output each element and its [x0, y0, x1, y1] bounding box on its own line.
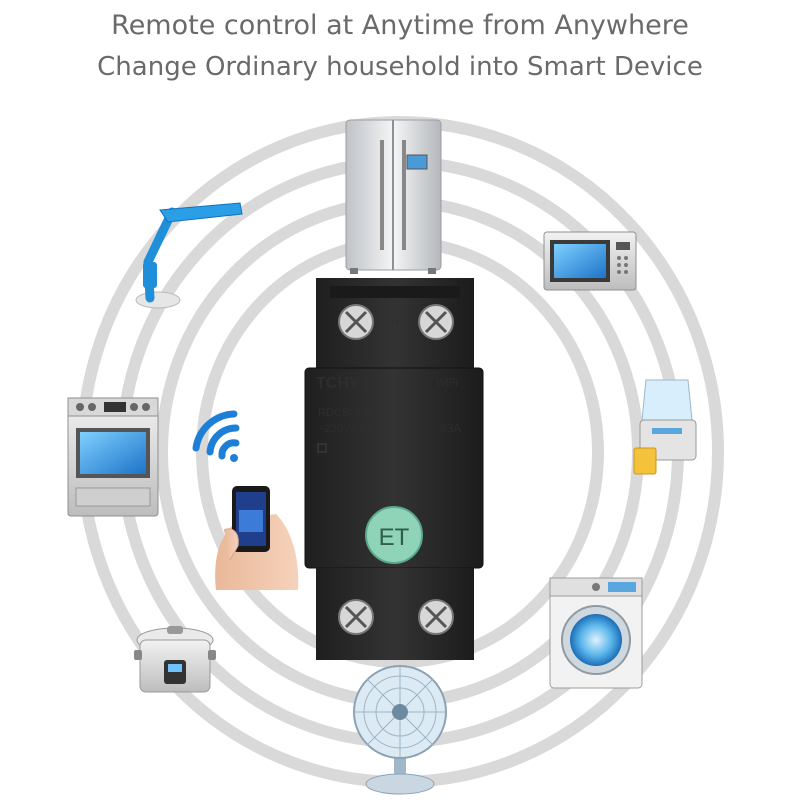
microwave-icon [543, 231, 637, 291]
juicer-icon [633, 379, 697, 475]
toggle-button[interactable]: ET [365, 506, 423, 564]
smartphone-hand-icon [215, 486, 299, 590]
fan-icon [353, 665, 447, 795]
desk-lamp-icon [135, 202, 243, 309]
button-logo: ET [379, 524, 410, 551]
headline-line-2: Change Ordinary household into Smart Dev… [97, 52, 703, 82]
current-label: 63A [440, 421, 461, 435]
rating-label: ~230V/50Hz [318, 423, 379, 435]
refrigerator-icon [345, 119, 442, 274]
wifi-icon [192, 410, 240, 462]
headline-line-1: Remote control at Anytime from Anywhere [111, 10, 689, 41]
brand-label: TCHYTI [316, 375, 374, 392]
top-terminal-screws [338, 304, 454, 340]
wifi-label: WiFi [436, 377, 458, 389]
washing-machine-icon [549, 577, 643, 689]
model-label: RDCBC/T-2P [318, 407, 383, 419]
terminal-label: N [392, 318, 399, 328]
smart-breaker: N TCHYTI WiFi RDCBC/T-2P ~230V/50Hz 63A … [304, 278, 484, 660]
indicator-light [317, 443, 327, 453]
oven-icon [67, 397, 159, 517]
bottom-terminal-screws [338, 599, 454, 635]
rice-cooker-icon [134, 626, 216, 693]
